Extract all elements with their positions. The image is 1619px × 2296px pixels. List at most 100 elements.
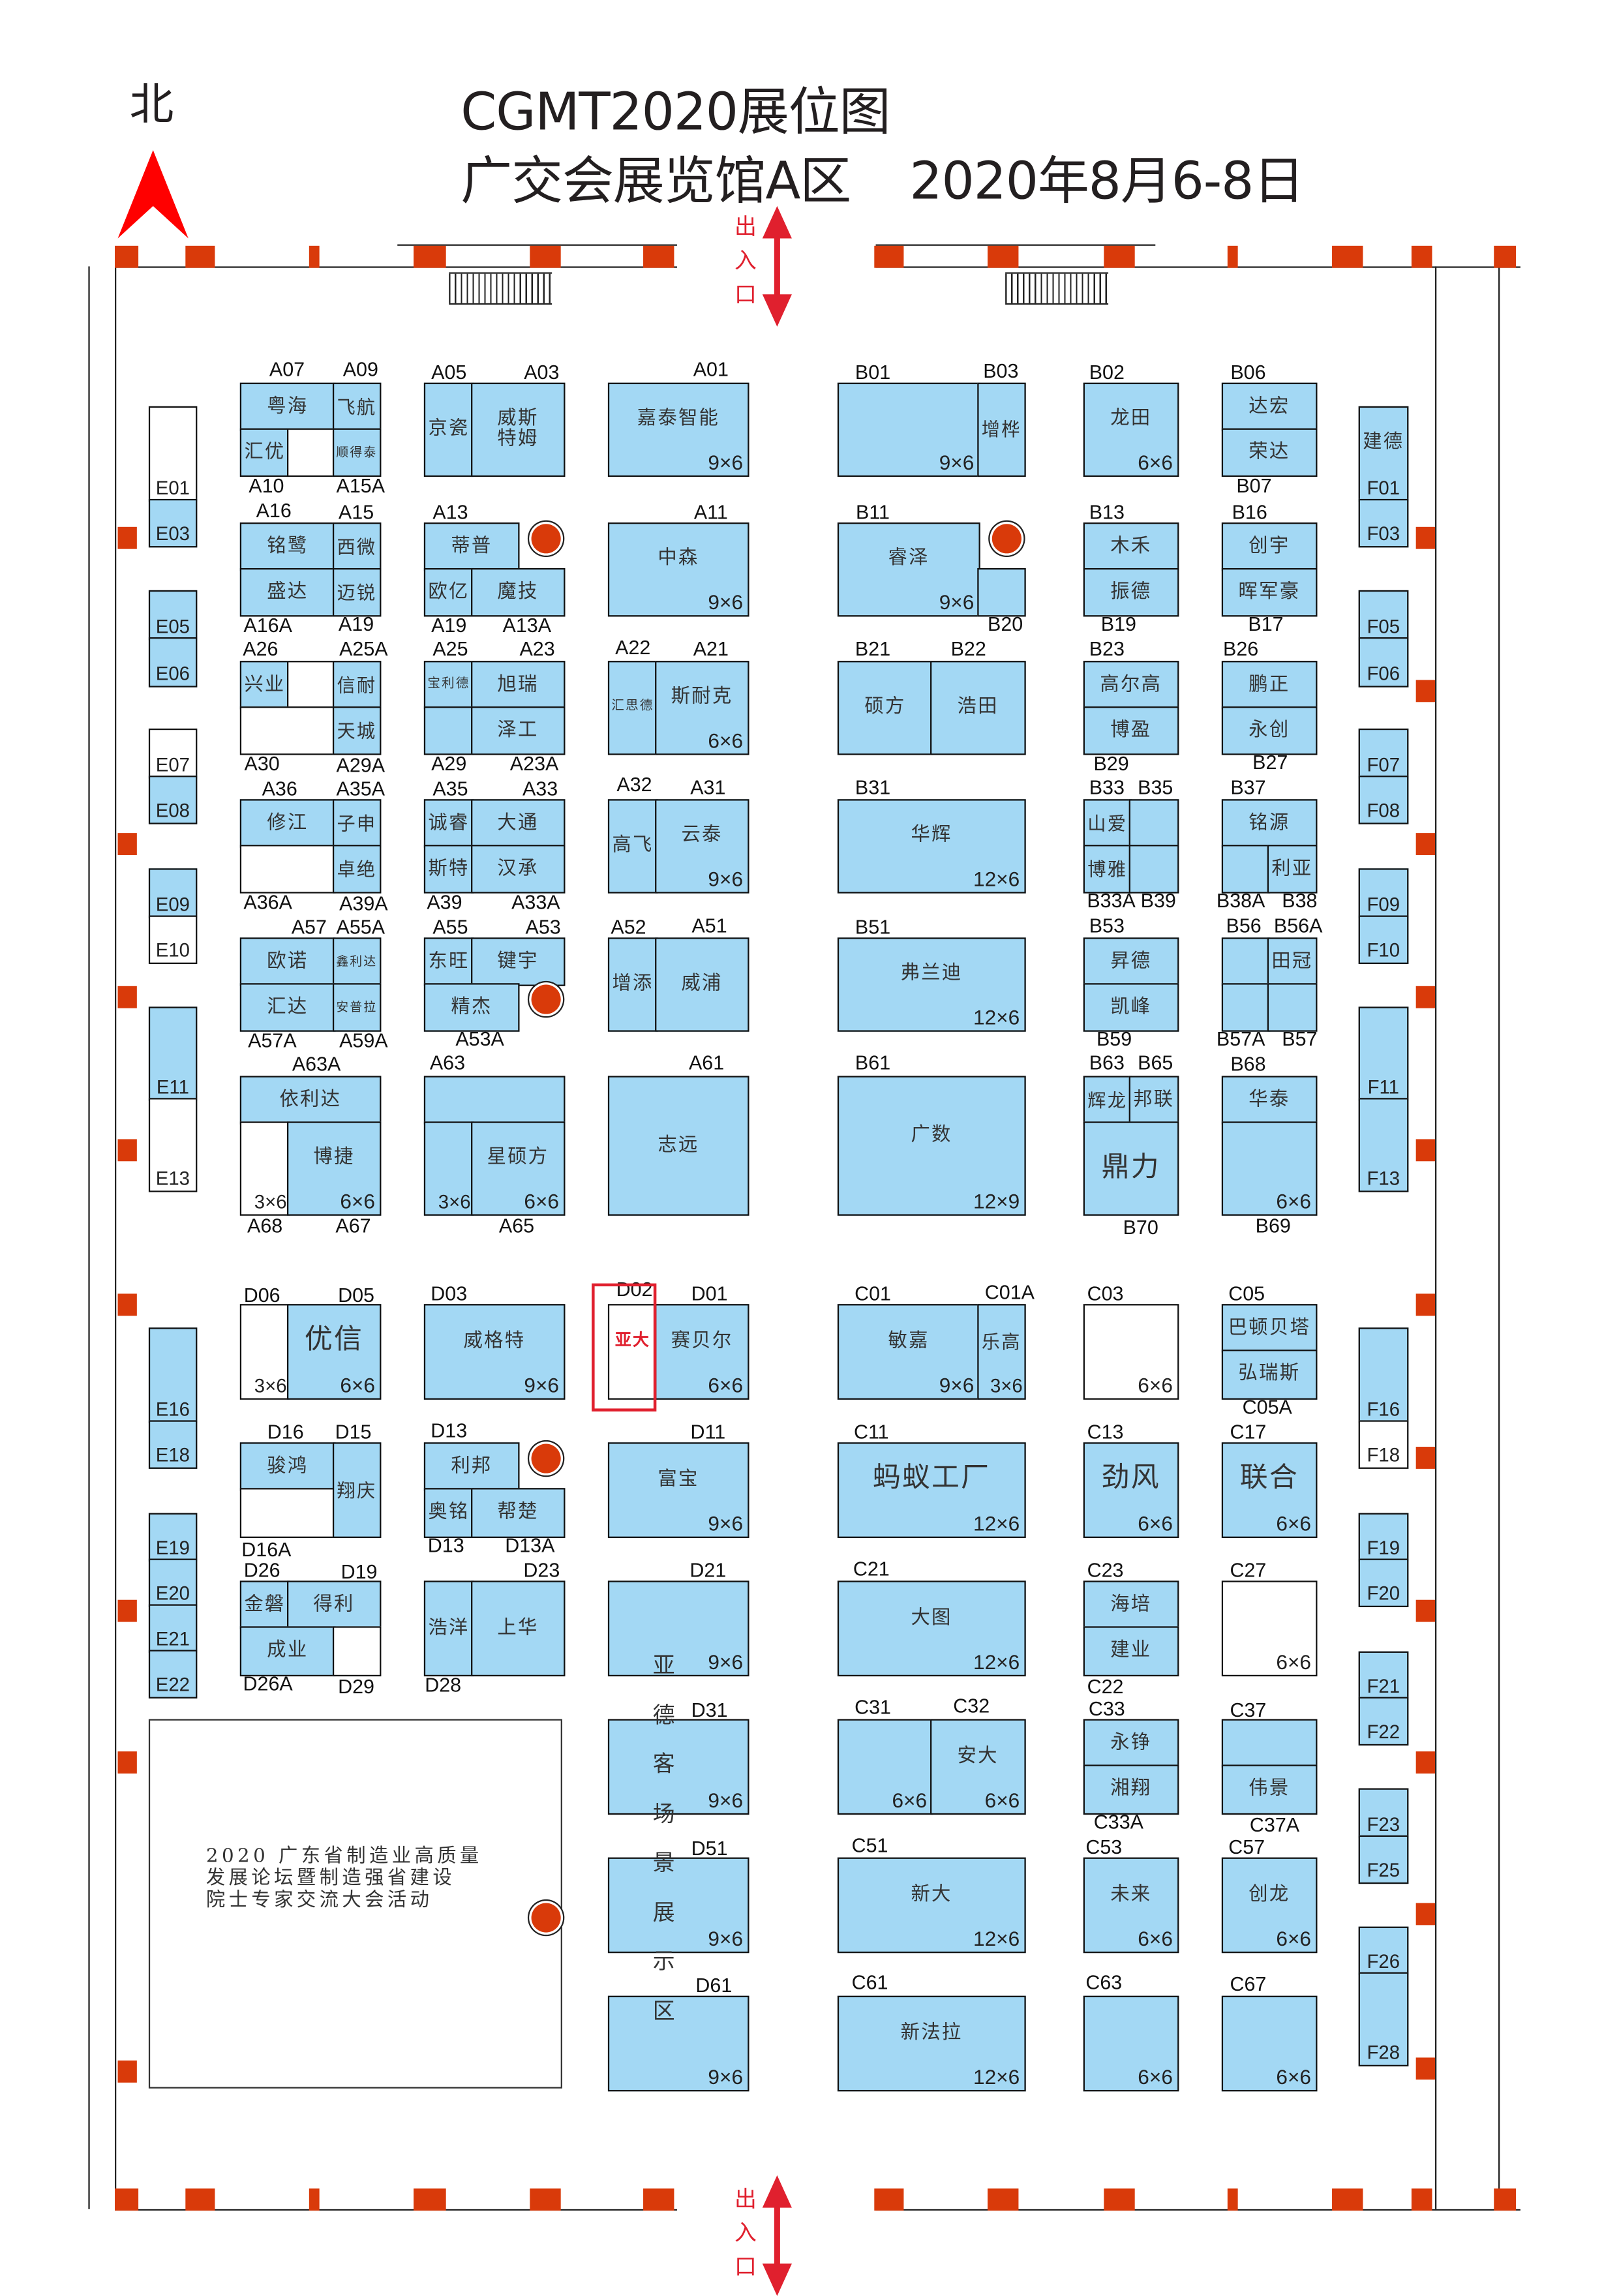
booth[interactable]: 荣达 (1221, 428, 1318, 477)
booth[interactable]: 迈锐 (332, 567, 381, 616)
booth[interactable]: 田冠 (1267, 937, 1318, 986)
booth[interactable]: F28 (1358, 1972, 1408, 2066)
booth[interactable]: 9×6 (607, 1995, 749, 2091)
booth[interactable]: 硕方 (837, 661, 933, 755)
booth[interactable]: 博雅 (1083, 845, 1132, 894)
booth[interactable]: F20 (1358, 1558, 1408, 1607)
booth[interactable] (1221, 983, 1270, 1032)
booth[interactable] (332, 1626, 381, 1676)
booth[interactable] (423, 1076, 565, 1125)
booth[interactable] (239, 706, 336, 755)
booth[interactable]: E08 (148, 776, 197, 824)
booth[interactable]: 高飞 (607, 799, 658, 894)
booth[interactable]: 6×6 (1221, 1995, 1318, 2091)
booth[interactable]: 华泰 (1221, 1076, 1318, 1125)
booth[interactable]: 9×6 (607, 1857, 749, 1953)
booth[interactable]: 昇德 (1083, 937, 1179, 986)
booth[interactable]: 汇达 (239, 983, 336, 1032)
booth[interactable]: 成业 (239, 1626, 336, 1676)
booth[interactable]: 京瓷 (423, 382, 474, 477)
booth[interactable]: 泽工 (471, 706, 565, 755)
booth[interactable]: F03 (1358, 498, 1408, 547)
booth[interactable]: 奥铭 (423, 1488, 474, 1538)
booth[interactable]: 6×6 (1083, 1995, 1179, 2091)
booth[interactable]: 旭瑞 (471, 661, 565, 710)
booth[interactable]: E11 (148, 1006, 197, 1101)
booth[interactable]: F25 (1358, 1835, 1408, 1884)
booth[interactable] (1267, 983, 1318, 1032)
booth[interactable] (286, 428, 336, 477)
booth[interactable]: 6×6 (837, 1719, 933, 1815)
booth[interactable]: 蒂普 (423, 522, 520, 571)
booth[interactable]: 志远 (607, 1076, 749, 1216)
booth[interactable]: F16 (1358, 1327, 1408, 1423)
booth[interactable]: E09 (148, 868, 197, 918)
booth[interactable]: 安普拉 (332, 983, 381, 1032)
booth[interactable]: 增添 (607, 937, 658, 1032)
booth[interactable]: 欧亿 (423, 567, 474, 616)
booth[interactable]: 修江 (239, 799, 336, 848)
booth[interactable]: 威浦 (655, 937, 749, 1032)
booth[interactable]: 西微 (332, 522, 381, 571)
booth[interactable]: 键宇 (471, 937, 565, 986)
booth[interactable]: 巴顿贝塔 (1221, 1304, 1318, 1353)
booth[interactable]: 晖军豪 (1221, 567, 1318, 616)
booth[interactable]: F26 (1358, 1926, 1408, 1975)
booth[interactable]: 金磐 (239, 1580, 290, 1629)
booth[interactable]: 顺得泰 (332, 428, 381, 477)
booth[interactable]: 鼎力 (1083, 1121, 1179, 1216)
booth[interactable]: E10 (148, 915, 197, 964)
booth[interactable]: 浩田 (930, 661, 1026, 755)
booth[interactable]: 东旺 (423, 937, 474, 986)
booth[interactable]: 创宇 (1221, 522, 1318, 571)
booth[interactable]: 飞航 (332, 382, 381, 431)
booth[interactable]: 魔技 (471, 567, 565, 616)
booth[interactable]: F18 (1358, 1420, 1408, 1469)
booth[interactable]: E19 (148, 1513, 197, 1562)
booth[interactable]: E20 (148, 1558, 197, 1607)
booth[interactable]: 鹏正 (1221, 661, 1318, 710)
booth[interactable]: 盛达 (239, 567, 336, 616)
booth[interactable]: 利亚 (1267, 845, 1318, 894)
booth[interactable]: 铭源 (1221, 799, 1318, 848)
booth[interactable]: 海培 (1083, 1580, 1179, 1629)
booth[interactable]: 博盈 (1083, 706, 1179, 755)
booth[interactable]: 振德 (1083, 567, 1179, 616)
booth[interactable]: 增桦 (977, 382, 1026, 477)
booth[interactable]: 6×6 (1221, 1121, 1318, 1216)
booth[interactable]: 亚大 (607, 1304, 658, 1400)
booth[interactable]: 威斯 特姆 (471, 382, 565, 477)
booth[interactable]: F13 (1358, 1098, 1408, 1192)
booth[interactable]: 依利达 (239, 1076, 381, 1125)
booth[interactable]: E13 (148, 1098, 197, 1192)
booth[interactable]: 建业 (1083, 1626, 1179, 1676)
booth[interactable]: F21 (1358, 1651, 1408, 1700)
booth[interactable]: F06 (1358, 637, 1408, 687)
booth[interactable]: 9×6 (607, 1719, 749, 1815)
booth[interactable]: 3×6 (239, 1121, 290, 1216)
booth[interactable] (1128, 845, 1179, 894)
booth[interactable]: F07 (1358, 728, 1408, 779)
booth[interactable]: 邦联 (1128, 1076, 1179, 1125)
booth[interactable]: 斯特 (423, 845, 474, 894)
booth[interactable]: E07 (148, 728, 197, 779)
booth[interactable]: 汇思德 (607, 661, 658, 755)
booth[interactable]: 湘翔 (1083, 1764, 1179, 1815)
booth[interactable]: 精杰 (423, 983, 520, 1032)
booth[interactable]: 宝利德 (423, 661, 474, 710)
booth[interactable] (977, 567, 1026, 616)
